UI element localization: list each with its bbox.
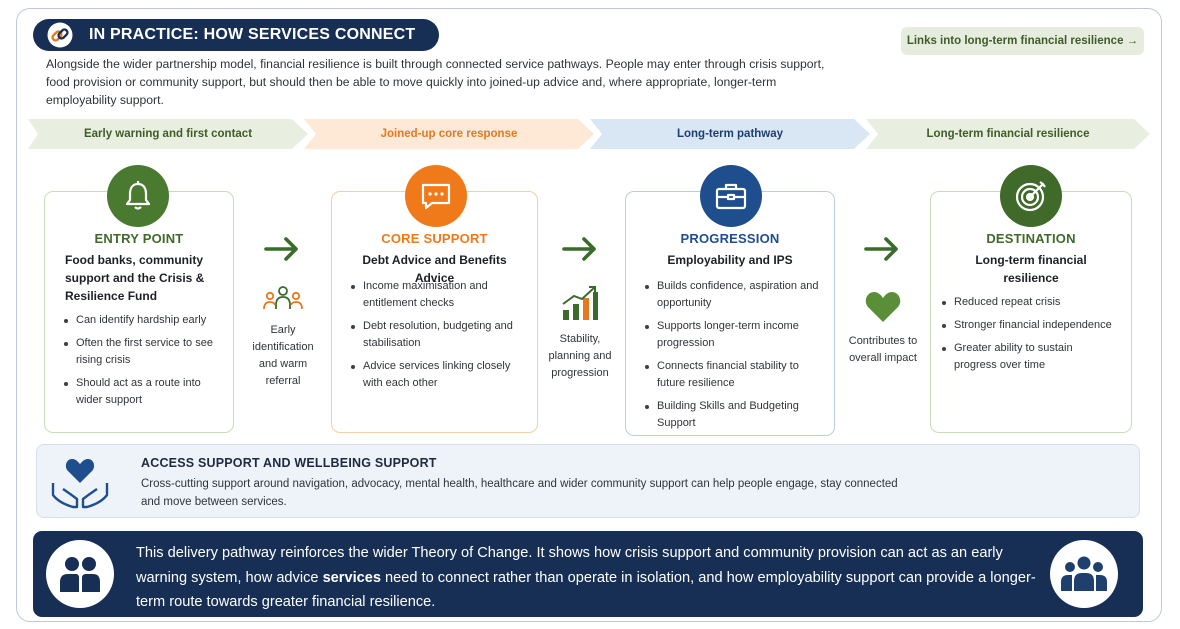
card-title: DESTINATION: [986, 231, 1076, 246]
phase-label: Long-term pathway: [676, 128, 784, 140]
card-progression: PROGRESSION Employability and IPS Builds…: [625, 191, 835, 436]
access-title: ACCESS SUPPORT AND WELLBEING SUPPORT: [141, 456, 437, 470]
list-item: Builds confidence, aspiration and opport…: [644, 278, 820, 312]
list-item: Can identify hardship early: [63, 312, 219, 329]
people-icon: [260, 283, 306, 322]
access-text: Cross-cutting support around navigation,…: [141, 478, 898, 508]
footer-banner: This delivery pathway reinforces the wid…: [33, 531, 1143, 617]
list-item: Should act as a route into wider support: [63, 375, 219, 409]
list-item: Supports longer-term income progression: [644, 318, 820, 352]
phase-label: Joined-up core response: [380, 128, 518, 140]
phase-bar-core-response: Joined-up core response: [304, 119, 594, 149]
list-item: Income maximisation and entitlement chec…: [350, 278, 523, 312]
list-item: Stronger financial independence: [941, 317, 1117, 334]
card-title: PROGRESSION: [680, 231, 780, 246]
list-item: Debt resolution, budgeting and stabilisa…: [350, 318, 523, 352]
card-bullets: Builds confidence, aspiration and opport…: [644, 278, 820, 438]
list-item: Often the first service to see rising cr…: [63, 335, 219, 369]
hands-heart-icon: [49, 453, 111, 516]
arrow-right-icon: [864, 235, 900, 269]
card-destination: DESTINATION Long-term financial resilien…: [930, 191, 1132, 433]
list-item: Advice services linking closely with eac…: [350, 358, 523, 392]
card-title: ENTRY POINT: [94, 231, 184, 246]
list-item: Greater ability to sustain progress over…: [941, 340, 1117, 374]
heart-icon: [864, 290, 902, 329]
phase-bar-early-warning: Early warning and first contact: [28, 119, 308, 149]
card-subtitle: Long-term financial resilience: [975, 253, 1087, 285]
phase-bar-long-term-pathway: Long-term pathway: [590, 119, 870, 149]
bell-icon: [107, 165, 169, 227]
footer-text-bold: services: [322, 569, 381, 586]
card-subtitle: Debt Advice and Benefits Advice: [362, 253, 507, 285]
connector-label: Contributes to overall impact: [848, 335, 918, 364]
phase-label: Long-term financial resilience: [926, 128, 1090, 140]
intro-paragraph: Alongside the wider partnership model, f…: [46, 57, 825, 107]
phase-label: Early warning and first contact: [83, 128, 253, 140]
card-title: CORE SUPPORT: [381, 231, 488, 246]
card-bullets: Income maximisation and entitlement chec…: [350, 278, 523, 398]
link-chain-icon: [45, 20, 75, 50]
card-subtitle: Employability and IPS: [667, 253, 793, 267]
chat-icon: [405, 165, 467, 227]
briefcase-icon: [700, 165, 762, 227]
card-bullets: Reduced repeat crisis Stronger financial…: [941, 294, 1117, 380]
footer-text: This delivery pathway reinforces the wid…: [136, 541, 1036, 615]
list-item: Building Skills and Budgeting Support: [644, 398, 820, 432]
connector-label: Stability, planning and progression: [548, 333, 612, 379]
footer-text-part: This delivery pathway reinforces the wid…: [136, 545, 1003, 586]
access-support-box: ACCESS SUPPORT AND WELLBEING SUPPORT Cro…: [36, 444, 1140, 518]
section-title-pill: IN PRACTICE: HOW SERVICES CONNECT: [33, 19, 439, 51]
two-people-icon: [46, 540, 114, 608]
group-people-icon: [1050, 540, 1118, 608]
card-core-support: CORE SUPPORT Debt Advice and Benefits Ad…: [331, 191, 538, 433]
page-title: IN PRACTICE: HOW SERVICES CONNECT: [89, 26, 416, 43]
phase-bar-financial-resilience: Long-term financial resilience: [866, 119, 1150, 149]
card-subtitle: Food banks, community support and the Cr…: [65, 253, 205, 303]
arrow-right-icon: [562, 235, 598, 269]
connector-label: Early identification and warm referral: [252, 324, 314, 387]
growth-chart-icon: [560, 284, 600, 329]
list-item: Reduced repeat crisis: [941, 294, 1117, 311]
list-item: Connects financial stability to future r…: [644, 358, 820, 392]
card-bullets: Can identify hardship early Often the fi…: [63, 312, 219, 415]
footer-text-part: need to connect rather than operate in i…: [136, 569, 1036, 611]
card-entry-point: ENTRY POINT Food banks, community suppor…: [44, 191, 234, 433]
links-badge: Links into long-term financial resilienc…: [901, 27, 1144, 55]
arrow-right-icon: [264, 235, 300, 269]
target-icon: [1000, 165, 1062, 227]
